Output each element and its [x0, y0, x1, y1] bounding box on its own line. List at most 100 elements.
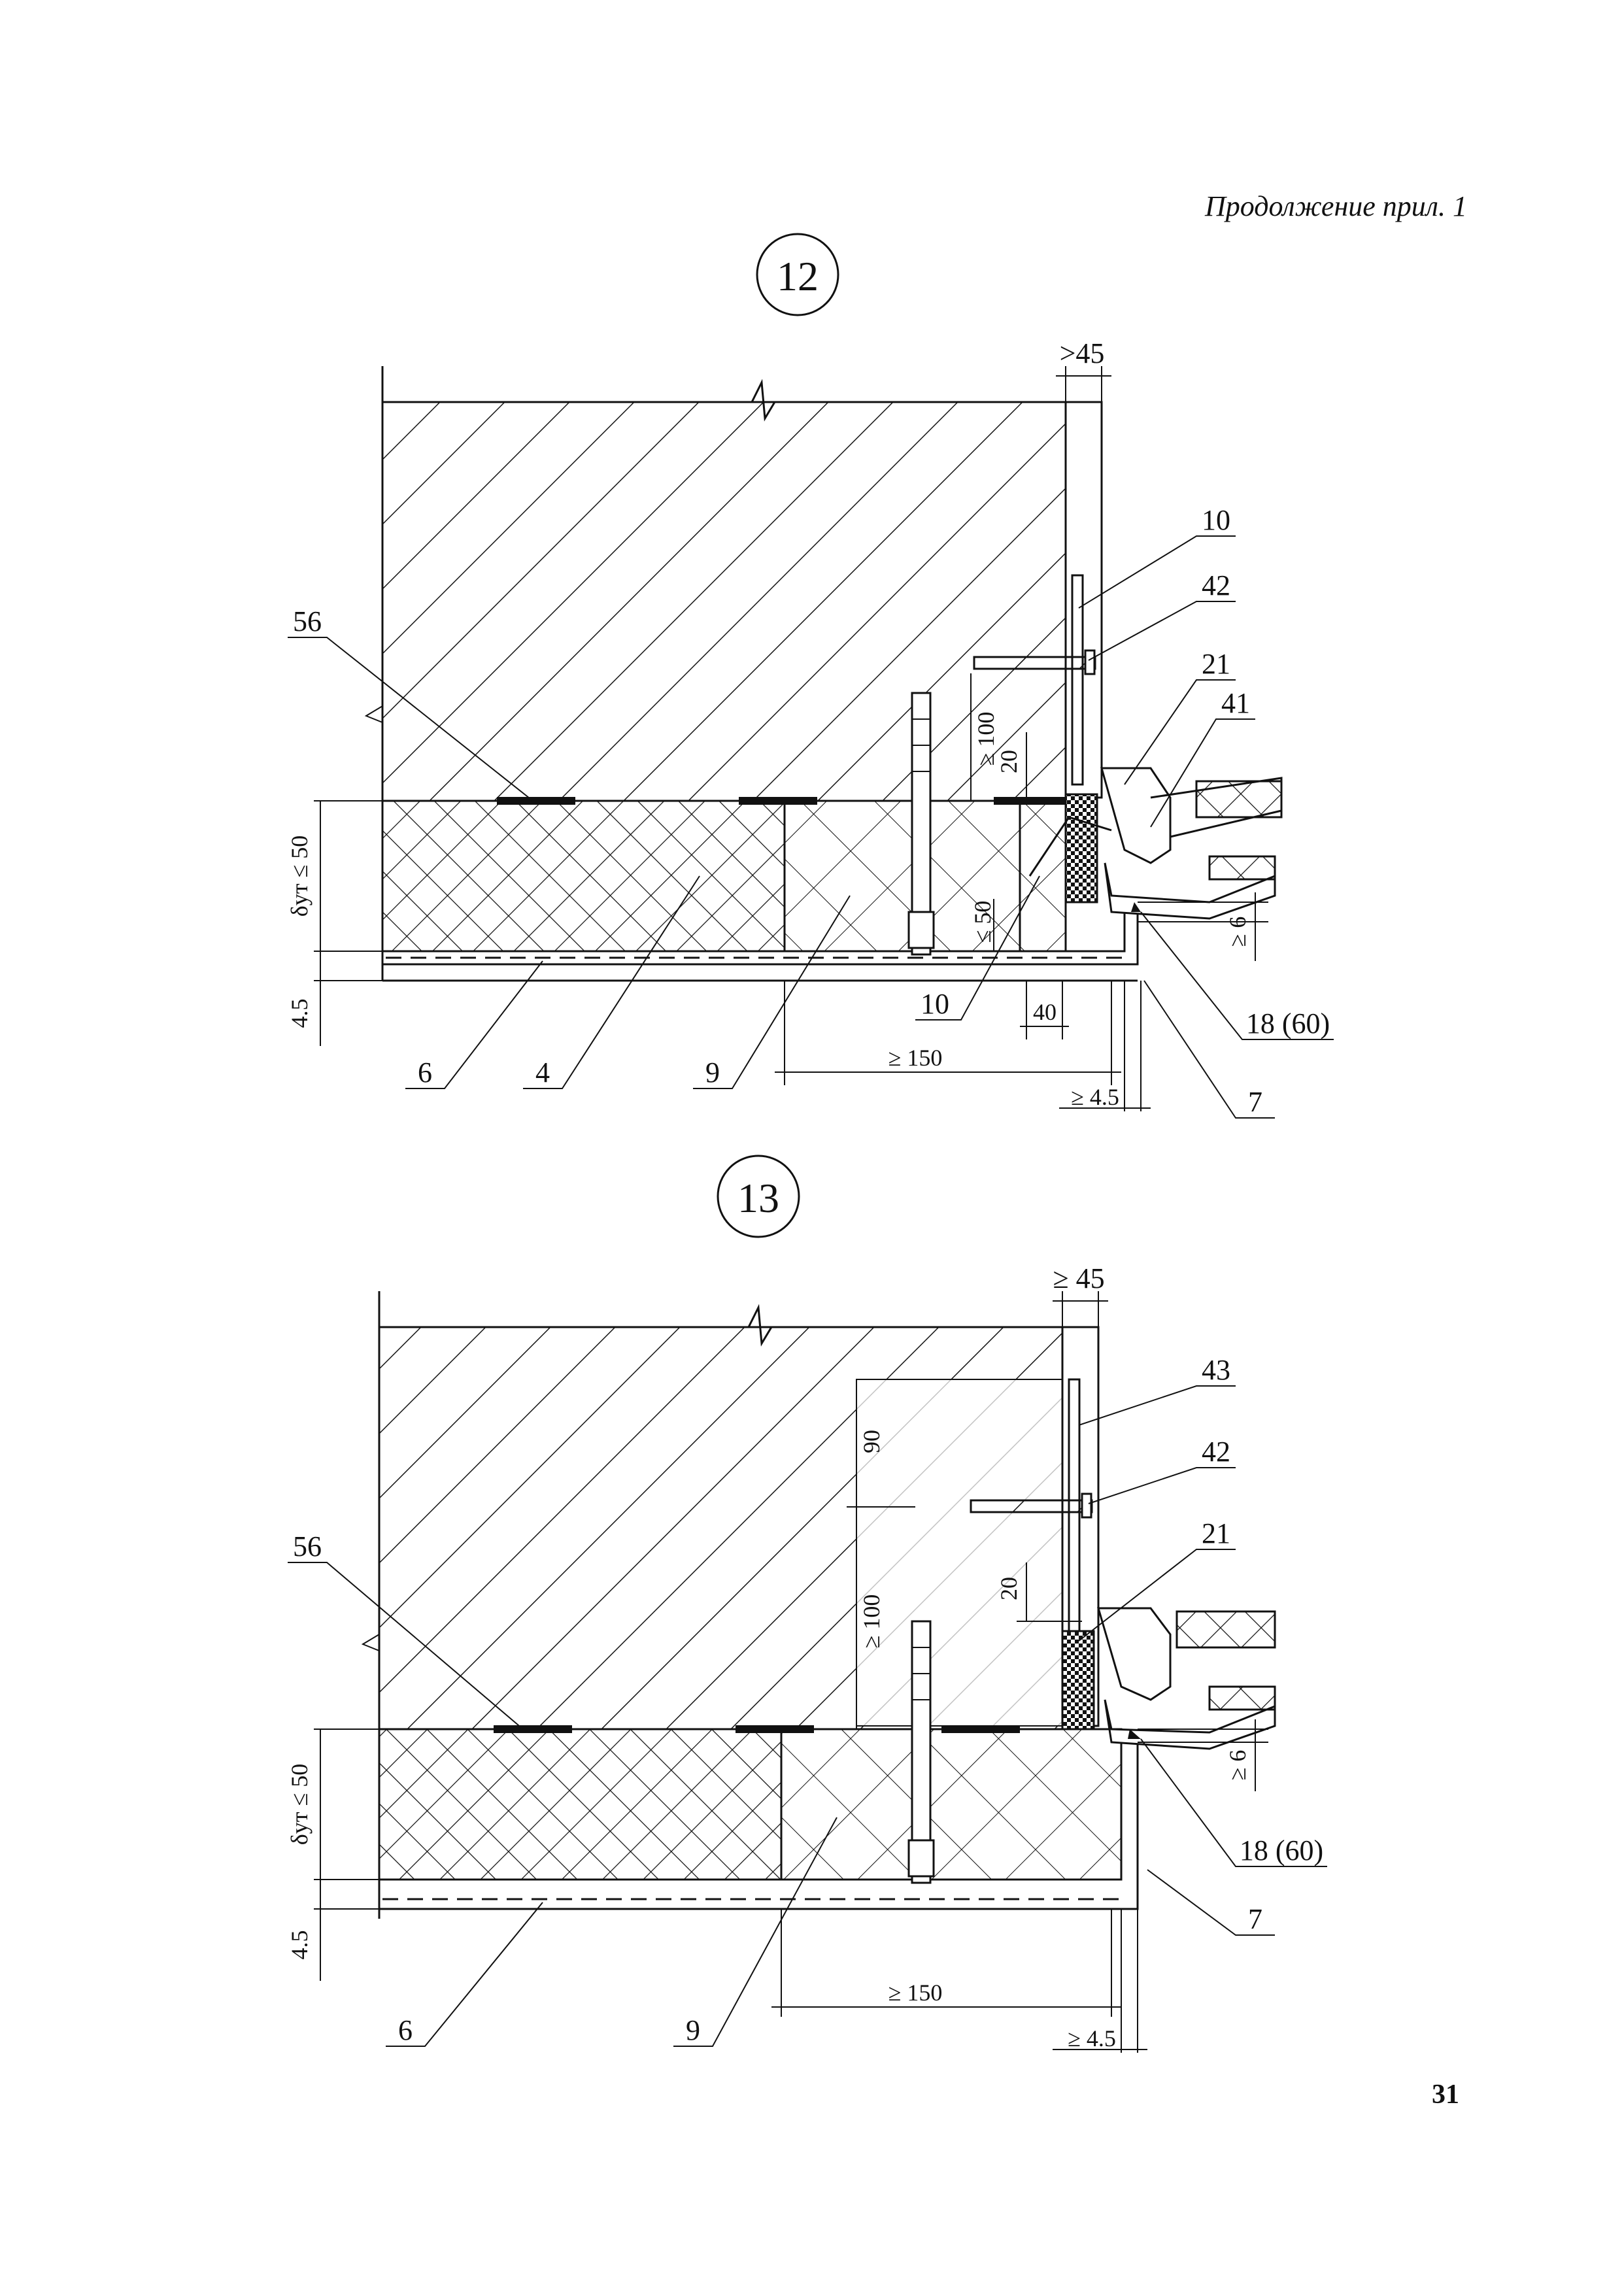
label-9: 9: [705, 1056, 720, 1088]
detail-number-circle: [717, 1155, 800, 1238]
dim-50: ≤ 50: [970, 901, 996, 943]
dim-150: ≥ 150: [888, 1045, 943, 1071]
dim-40: 40: [1033, 999, 1057, 1025]
label-56: 56: [293, 1530, 322, 1562]
insulation-edge: [1019, 800, 1067, 953]
dim-lines: [1059, 981, 1151, 1111]
dim-lines: [1053, 1909, 1147, 2053]
adhesive-spot: [736, 1725, 814, 1733]
dim-lines: [1017, 732, 1036, 801]
label-21: 21: [1202, 648, 1230, 680]
label-42: 42: [1202, 569, 1230, 601]
dim-top: >45: [1060, 337, 1105, 369]
leader: [405, 960, 543, 1089]
leader: [1078, 1385, 1236, 1426]
dim-lines: [1017, 1562, 1082, 1622]
insulation-strip: [780, 1728, 1123, 1881]
sill-profile: [1104, 862, 1276, 920]
label-7: 7: [1248, 1903, 1262, 1935]
dim-lines: [314, 1729, 379, 1981]
label-7: 7: [1248, 1086, 1262, 1118]
detail-number: 13: [737, 1175, 779, 1221]
leader: [915, 875, 1040, 1020]
dim-left: δут ≤ 50: [286, 835, 313, 917]
screw-head: [1084, 649, 1096, 675]
foam-seal: [1061, 1630, 1095, 1730]
dim-lines: [1138, 892, 1268, 961]
leader: [288, 637, 533, 801]
detail-13: 13 ≥ 45 90 ≥ 100 20 ≥: [286, 1155, 1327, 2053]
sill-profile: [1104, 1699, 1276, 1750]
fixing-screw: [970, 1499, 1093, 1513]
dowel-anchor: [911, 692, 932, 956]
window-profile: [1097, 1607, 1172, 1701]
dim-150: ≥ 150: [888, 1980, 943, 2006]
sealant-bead: [1131, 902, 1141, 912]
label-9: 9: [686, 2014, 700, 2046]
dim-90: 90: [858, 1430, 885, 1453]
dim-6: ≥ 6: [1225, 1750, 1251, 1781]
adhesive-spot: [941, 1725, 1020, 1733]
foam-seal: [1064, 793, 1098, 903]
insulation-strip: [783, 800, 1021, 953]
detail-number: 12: [777, 253, 819, 299]
leader: [1147, 1869, 1275, 1936]
sealant-bead: [1128, 1729, 1141, 1739]
leader: [1143, 980, 1275, 1119]
leader: [1140, 1738, 1327, 1867]
label-10-b: 10: [921, 988, 949, 1020]
dim-lines: [314, 800, 382, 1046]
dowel-head: [907, 911, 935, 949]
label-6: 6: [398, 2014, 413, 2046]
lintel-zone: [856, 1379, 1063, 1727]
dim-20: 20: [996, 1577, 1022, 1600]
label-10: 10: [1202, 504, 1230, 536]
sill-bead: [1208, 855, 1276, 881]
adhesive-spot: [497, 797, 575, 805]
glazing-bead: [1176, 1610, 1276, 1649]
leader: [1124, 679, 1236, 785]
label-18: 18 (60): [1240, 1834, 1323, 1866]
dim-lines: [1138, 1719, 1268, 1791]
leader: [1140, 911, 1334, 1040]
adhesive-spot: [494, 1725, 572, 1733]
label-56: 56: [293, 605, 322, 637]
dim-lines: [961, 673, 981, 801]
adhesive-spot: [739, 797, 817, 805]
leader: [1078, 1549, 1236, 1642]
screw-head: [1081, 1493, 1092, 1519]
sill-bead: [1208, 1685, 1276, 1711]
leader: [1150, 718, 1255, 828]
detail-12: 12: [286, 233, 1334, 1119]
dim-left-b: 4.5: [286, 1931, 313, 1960]
bracket: [1028, 816, 1112, 877]
dim-lines: [771, 1909, 1121, 2017]
dowel-anchor: [911, 1620, 932, 1884]
leader: [523, 875, 700, 1089]
label-4: 4: [535, 1056, 550, 1088]
leader: [1088, 601, 1236, 661]
insulation-board: [381, 800, 786, 953]
dowel-ribs: [912, 1647, 930, 1700]
glazing-bead: [1195, 780, 1283, 818]
dim-left: δут ≤ 50: [286, 1764, 313, 1845]
label-6: 6: [418, 1056, 432, 1088]
leader: [288, 1562, 524, 1730]
dowel-ribs: [912, 718, 930, 772]
label-42: 42: [1202, 1436, 1230, 1468]
leader: [1078, 535, 1236, 609]
dim-lines: [847, 1379, 915, 1508]
dim-100: ≥ 100: [858, 1594, 885, 1649]
dim-4-5: ≥ 4.5: [1068, 2025, 1116, 2051]
fixing-screw: [973, 656, 1096, 670]
dim-lines: [1053, 1291, 1108, 1327]
page-number: 31: [1432, 2080, 1459, 2110]
label-41: 41: [1221, 687, 1250, 719]
base-coat: [382, 902, 1139, 966]
dim-lines: [1020, 981, 1069, 1039]
dim-lines: [1056, 366, 1111, 402]
leader: [673, 1817, 837, 2047]
window-profile: [1100, 767, 1172, 864]
masonry-wall: [381, 401, 1067, 802]
